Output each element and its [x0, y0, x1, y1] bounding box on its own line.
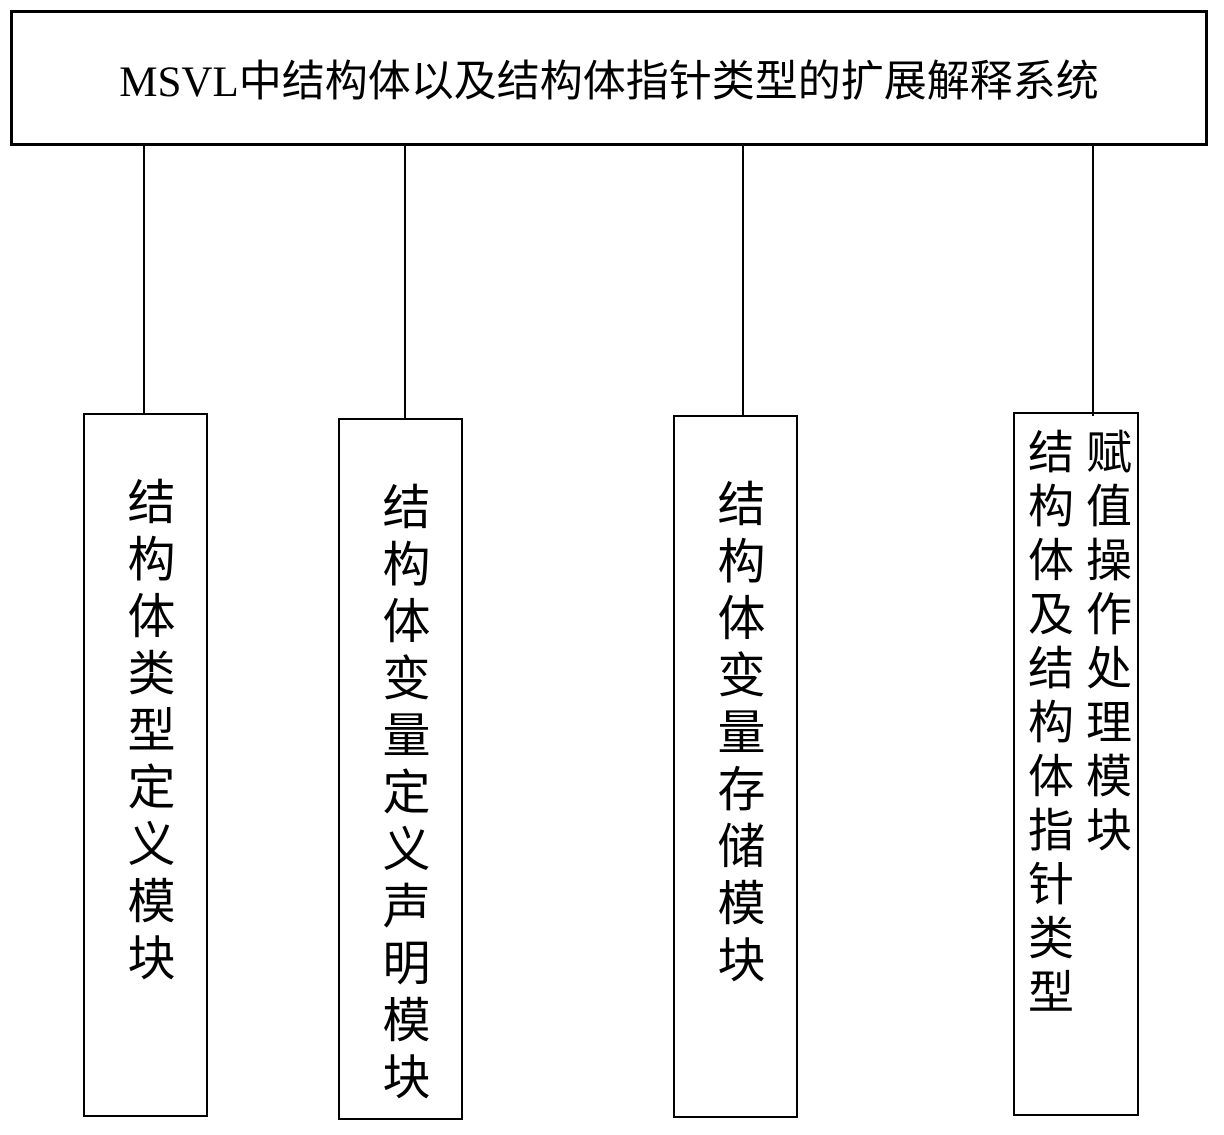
system-title-box: MSVL中结构体以及结构体指针类型的扩展解释系统 — [10, 10, 1208, 146]
module-box-struct-variable-storage: 结构体变量存储模块 — [673, 415, 798, 1118]
module-label-struct-variable-definition-declaration: 结构体变量定义声明模块 — [374, 482, 428, 1109]
connector-line-3 — [742, 145, 744, 415]
module-label-struct-variable-storage: 结构体变量存储模块 — [709, 479, 763, 992]
connector-line-2 — [404, 145, 406, 418]
connector-line-4 — [1092, 145, 1094, 416]
module-label-line-2: 赋值操作处理模块 — [1080, 428, 1131, 860]
system-title: MSVL中结构体以及结构体指针类型的扩展解释系统 — [119, 59, 1099, 106]
module-box-struct-variable-definition-declaration: 结构体变量定义声明模块 — [338, 418, 463, 1120]
module-box-struct-type-definition: 结构体类型定义模块 — [83, 413, 208, 1117]
module-label-struct-type-definition: 结构体类型定义模块 — [119, 477, 173, 990]
module-box-struct-pointer-assignment-processing: 结构体及结构体指针类型 赋值操作处理模块 — [1013, 412, 1139, 1116]
module-label-struct-pointer-assignment-processing: 结构体及结构体指针类型 赋值操作处理模块 — [1018, 428, 1134, 1022]
connector-line-1 — [143, 145, 145, 413]
module-label-line-1: 结构体及结构体指针类型 — [1022, 428, 1073, 1022]
